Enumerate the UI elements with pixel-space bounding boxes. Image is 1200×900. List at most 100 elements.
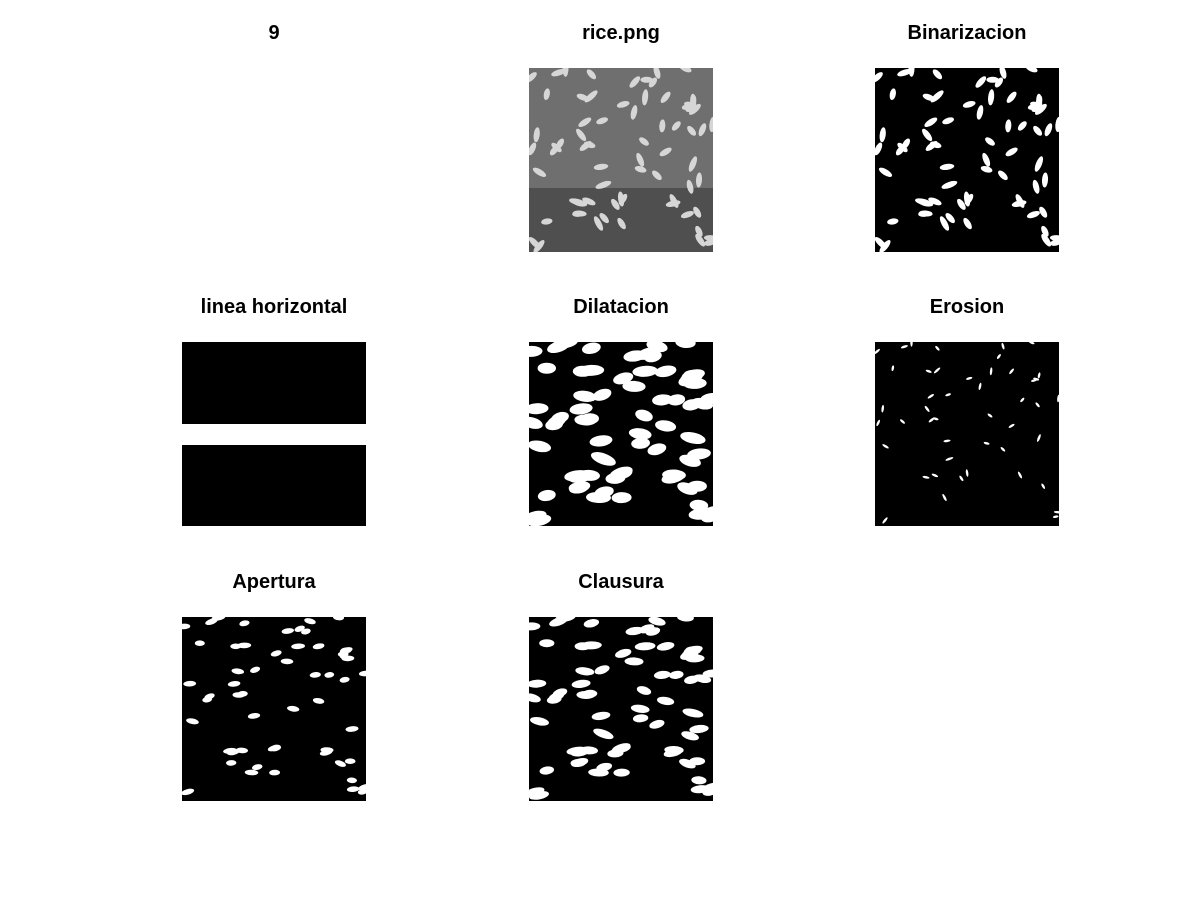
rice-grain xyxy=(1017,471,1023,479)
rice-grain xyxy=(615,648,632,658)
rice-grain xyxy=(1041,172,1049,188)
rice-grain xyxy=(957,198,966,210)
rice-grain xyxy=(709,116,713,133)
rice-grain xyxy=(652,170,662,181)
rice-grain xyxy=(287,705,300,712)
rice-grain xyxy=(280,658,294,665)
rice-grain xyxy=(537,489,556,502)
rice-grain xyxy=(611,492,632,504)
rice-grain xyxy=(593,728,614,740)
rice-grain xyxy=(669,194,679,208)
rice-grain xyxy=(918,200,934,207)
rice-grain xyxy=(605,472,626,484)
rice-grain xyxy=(932,417,939,421)
rice-grain xyxy=(530,716,549,726)
rice-grain xyxy=(1034,103,1047,115)
rice-grain xyxy=(996,354,1001,359)
rice-grain xyxy=(202,696,213,703)
rice-grain xyxy=(593,216,604,231)
rice-grain xyxy=(309,672,321,678)
rice-grain xyxy=(639,624,655,634)
rice-grain xyxy=(924,405,930,412)
rice-grain xyxy=(882,444,889,449)
rice-grain xyxy=(226,749,240,756)
rice-grain xyxy=(945,213,955,224)
rice-grain xyxy=(987,89,995,106)
rice-grain xyxy=(881,404,884,413)
rice-grain xyxy=(312,643,325,650)
rice-grain xyxy=(653,68,661,79)
rice-grain xyxy=(962,101,976,108)
rice-grain xyxy=(183,680,197,687)
rice-grain xyxy=(1009,368,1014,375)
rice-grain xyxy=(632,714,649,723)
rice-grain xyxy=(639,137,649,146)
rice-grain xyxy=(667,394,686,406)
rice-grain xyxy=(1008,423,1015,428)
rice-image xyxy=(529,68,713,252)
rice-grain xyxy=(985,137,995,146)
rice-grain xyxy=(983,441,990,445)
panel-title-clausura: Clausura xyxy=(578,571,664,593)
rice-grain xyxy=(939,163,955,171)
rice-grain xyxy=(1033,377,1040,381)
rice-grain xyxy=(631,437,650,449)
binarizacion-image xyxy=(875,68,1059,252)
rice-grain xyxy=(688,156,698,172)
rice-grain xyxy=(529,679,547,688)
rice-grain xyxy=(1057,394,1059,403)
rice-grain xyxy=(270,650,282,657)
rice-grain xyxy=(963,191,971,207)
rice-grain xyxy=(555,138,565,150)
rice-grain xyxy=(684,101,697,109)
rice-grain xyxy=(182,623,191,630)
rice-grain xyxy=(939,216,950,231)
rice-grain xyxy=(529,416,543,429)
rice-grain xyxy=(1015,194,1025,208)
rice-grain xyxy=(989,367,993,376)
rice-grain xyxy=(570,748,590,757)
rice-grain xyxy=(882,517,888,524)
rice-grain xyxy=(575,667,595,676)
rice-grain xyxy=(653,670,671,679)
rice-grain xyxy=(978,382,982,391)
rice-grain xyxy=(659,147,672,157)
rice-grain xyxy=(641,89,649,106)
rice-grain xyxy=(691,776,707,785)
rice-grain xyxy=(572,210,587,217)
linea-horizontal-image xyxy=(182,342,366,526)
rice-grain xyxy=(624,657,644,666)
rice-grain xyxy=(637,347,657,360)
rice-grain xyxy=(294,625,305,632)
rice-grain xyxy=(640,76,653,83)
rice-grain xyxy=(966,376,973,380)
rice-grain xyxy=(358,784,366,791)
rice-grain xyxy=(1035,402,1040,408)
rice-grain xyxy=(1039,206,1048,218)
rice-grain xyxy=(337,651,349,657)
rice-grain xyxy=(304,618,316,625)
rice-grain xyxy=(1000,447,1006,452)
rice-grain xyxy=(281,628,294,634)
rice-grain xyxy=(875,72,883,83)
rice-grain xyxy=(945,457,954,461)
rice-grain xyxy=(677,482,698,495)
rice-grain xyxy=(681,731,699,741)
rice-grain xyxy=(586,69,597,80)
rice-grain xyxy=(1028,342,1035,345)
rice-grain xyxy=(334,760,346,767)
rice-grain xyxy=(529,622,541,631)
rice-grain xyxy=(918,210,933,217)
rice-grain xyxy=(875,142,883,156)
rice-grain xyxy=(247,712,261,719)
rice-grain xyxy=(529,787,545,797)
rice-grain xyxy=(629,76,641,88)
rice-grain xyxy=(546,695,562,704)
rice-grain xyxy=(576,93,589,101)
rice-grain xyxy=(695,233,706,247)
rice-grain xyxy=(689,724,709,734)
rice-grain xyxy=(647,443,667,456)
rice-grain xyxy=(680,431,706,445)
rice-grain xyxy=(891,365,895,372)
rice-grain xyxy=(630,704,650,713)
